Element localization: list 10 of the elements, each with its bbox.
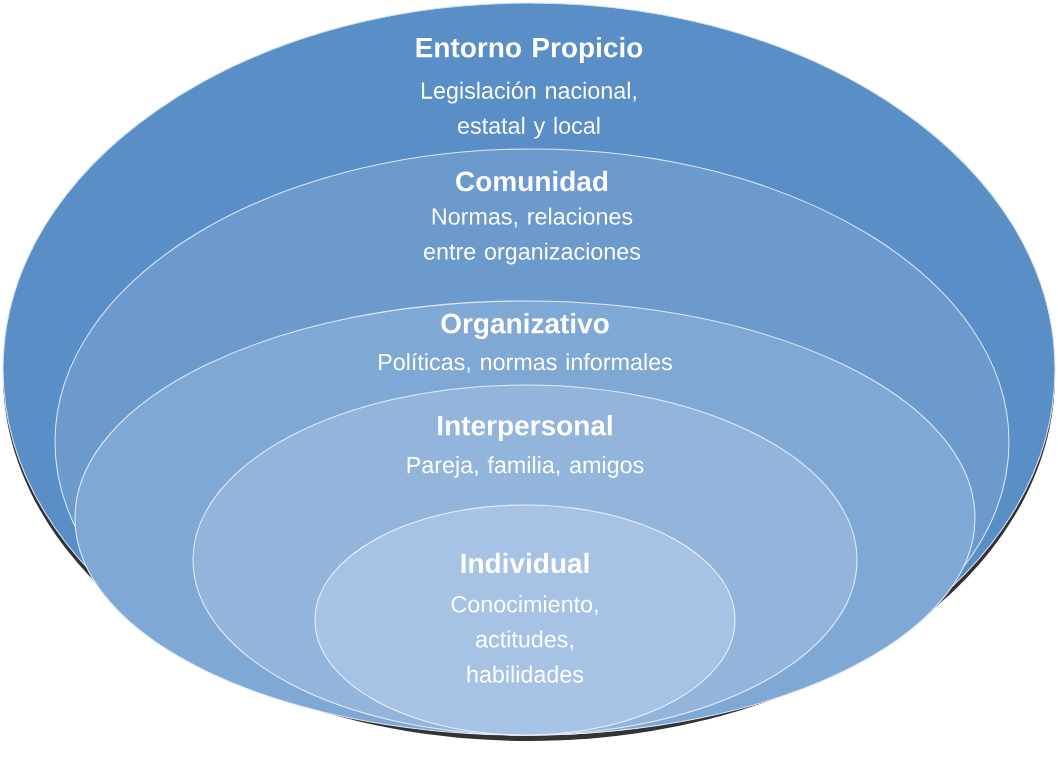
ellipse-text: Normas, relaciones entre organizaciones bbox=[424, 207, 641, 265]
ellipse-heading: Organizativo bbox=[441, 312, 609, 340]
ellipse-heading: Individual bbox=[461, 552, 589, 574]
ellipse-text: Conocimiento, actitudes, habilidades bbox=[451, 595, 598, 683]
ellipse-heading: Comunidad bbox=[456, 170, 608, 192]
ellipse-heading: Interpersonal bbox=[438, 414, 612, 442]
ellipse-heading: Entorno Propicio bbox=[416, 36, 643, 64]
ellipse-text: Pareja, familia, amigos bbox=[407, 456, 644, 478]
ellipse-text: Legislación nacional, estatal y local bbox=[421, 81, 636, 139]
ellipse-text: Políticas, normas informales bbox=[379, 352, 672, 374]
